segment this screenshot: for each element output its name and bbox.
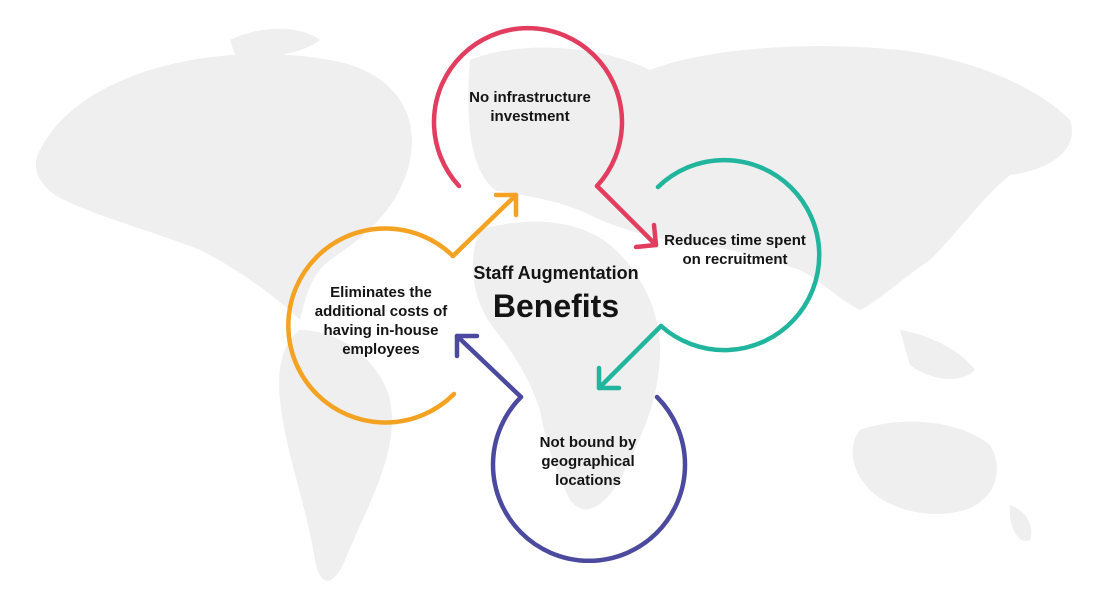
benefit-label-left: Eliminates the additional costs of havin… [314,284,448,358]
arrow-bottom-to-left [454,333,524,400]
benefit-ring-left [286,226,457,425]
benefit-label-right: Reduces time spent on recruitment [664,232,806,268]
arrowhead-top-to-right [633,222,659,250]
title-line-2: Benefits [492,288,620,324]
arrow-right-to-bottom [596,323,664,391]
title-line-1: Staff Augmentation [473,263,639,283]
benefit-ring-right [655,157,822,353]
arrowhead-bottom-to-left [454,333,480,359]
benefit-label-top: No infrastructure investment [469,89,591,125]
arrow-top-to-right [594,183,659,248]
benefit-ring-bottom [490,394,688,564]
arrow-left-to-top [450,192,519,259]
benefit-label-bottom: Not bound by geographical locations [539,434,637,489]
benefit-ring-top [431,25,625,189]
arrowhead-left-to-top [493,192,519,218]
arrowhead-right-to-bottom [596,365,622,391]
